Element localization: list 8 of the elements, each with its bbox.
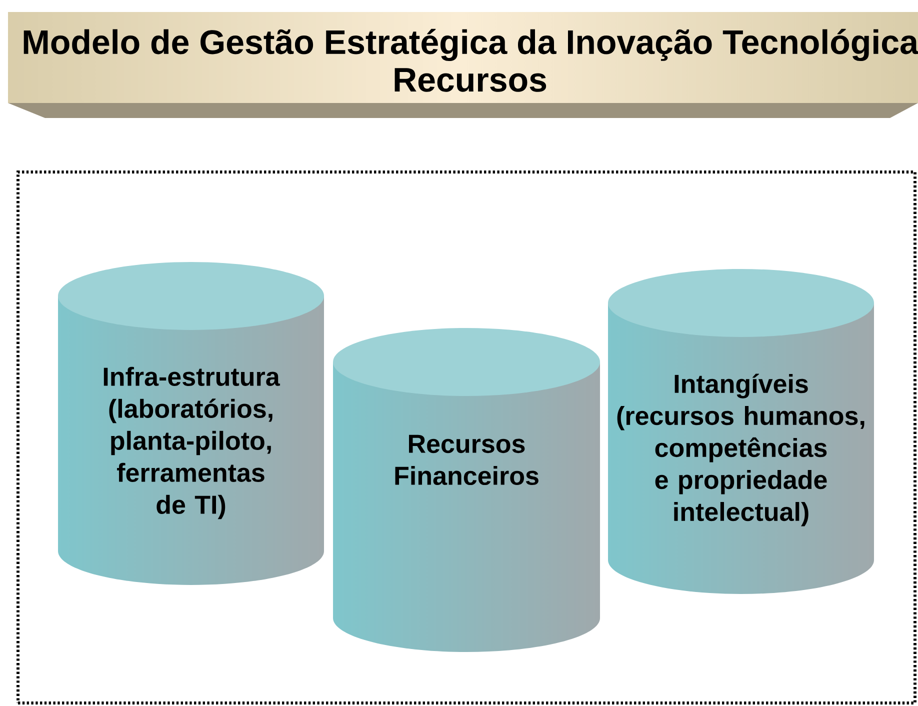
node-label: Recursos Financeiros xyxy=(395,434,538,486)
cylinder: Recursos Financeiros xyxy=(333,328,600,486)
cylinder: Intangíveis (recursos humanos, competências e propriedade intelectual) xyxy=(608,269,874,526)
node-label: Infra-estrutura (laboratórios, planta-piloto, ferramentas de TI) xyxy=(104,366,280,520)
node-label: Intangíveis (recursos humanos, competências e propriedade intelectual) xyxy=(617,374,864,526)
cylinder: Infra-estrutura (laboratórios, planta-piloto, ferramentas de TI) xyxy=(58,262,324,520)
subtitle: Recursos xyxy=(394,68,546,92)
dotted-frame xyxy=(16,170,916,704)
